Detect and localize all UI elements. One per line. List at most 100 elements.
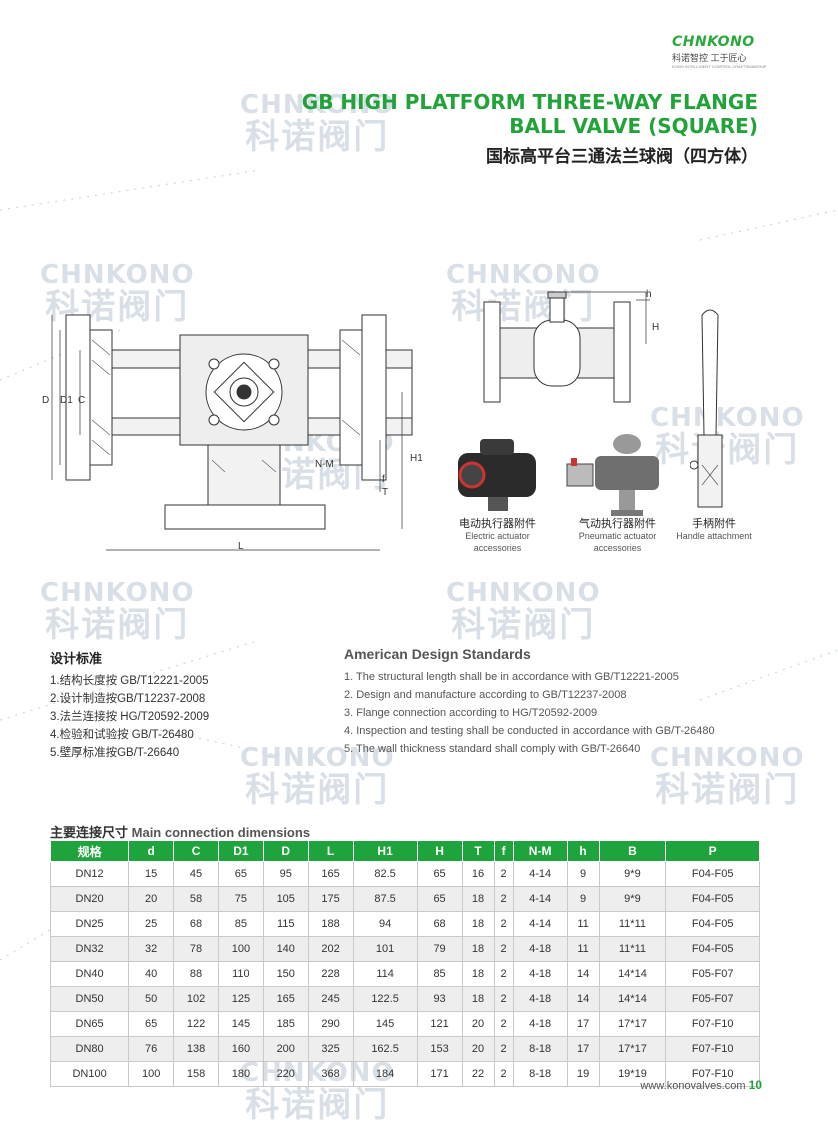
list-item: 5.壁厚标准按GB/T-26640: [50, 747, 180, 759]
table-cell: 65: [217, 861, 264, 887]
table-cell: 32: [128, 936, 175, 962]
table-cell: 4-18: [512, 936, 568, 962]
footer-url: www.konovalves.com: [640, 1080, 746, 1092]
table-cell: F04-F05: [665, 911, 760, 937]
dim-label-l: L: [238, 541, 244, 552]
table-header-cell: d: [128, 840, 175, 862]
table-cell: 368: [307, 1061, 354, 1087]
table-cell: F07-F10: [665, 1061, 760, 1087]
caption-pneumatic-actuator: 气动执行器附件 Pneumatic actuator accessories: [578, 518, 657, 553]
table-header-cell: C: [173, 840, 219, 862]
table-cell: 2: [493, 961, 514, 987]
table-header-cell: D: [262, 840, 309, 862]
table-title: 主要连接尺寸 Main connection dimensions: [50, 825, 311, 840]
table-cell: 2: [493, 986, 514, 1012]
table-cell: 2: [493, 861, 514, 887]
table-cell: DN20: [49, 886, 130, 912]
table-header-cell: T: [461, 840, 495, 862]
table-cell: 18: [461, 961, 495, 987]
table-cell: 25: [128, 911, 175, 937]
table-cell: 122.5: [352, 986, 418, 1012]
valve-section-drawing: [483, 291, 650, 403]
list-item: 3. Flange connection according to HG/T20…: [344, 707, 598, 719]
table-cell: 105: [262, 886, 309, 912]
table-cell: 17*17: [598, 1036, 667, 1062]
table-cell: 290: [307, 1011, 354, 1037]
list-item: 1.结构长度按 GB/T12221-2005: [50, 675, 209, 687]
page-number: 10: [748, 1078, 762, 1092]
caption-electric-actuator: 电动执行器附件 Electric actuator accessories: [459, 518, 536, 553]
table-cell: DN40: [49, 961, 130, 987]
table-cell: DN100: [49, 1061, 130, 1087]
table-cell: 220: [262, 1061, 309, 1087]
table-cell: 145: [217, 1011, 264, 1037]
table-header-cell: L: [307, 840, 354, 862]
list-item: 2.设计制造按GB/T12237-2008: [50, 693, 206, 705]
table-cell: 85: [416, 961, 463, 987]
table-cell: 122: [173, 1011, 219, 1037]
caption-handle-attachment: 手柄附件 Handle attachment: [676, 518, 752, 541]
table-cell: 325: [307, 1036, 354, 1062]
table-cell: 11*11: [598, 911, 667, 937]
table-cell: 9*9: [598, 861, 667, 887]
table-cell: 14: [566, 986, 600, 1012]
table-cell: 20: [461, 1036, 495, 1062]
table-cell: 121: [416, 1011, 463, 1037]
table-header-cell: B: [598, 840, 667, 862]
table-cell: 45: [173, 861, 219, 887]
table-cell: 228: [307, 961, 354, 987]
table-cell: 4-14: [512, 911, 568, 937]
brand-tiny-line: KONO INTELLIGENT CONTROL CRAFTSMANSHIP: [672, 64, 767, 69]
table-cell: 8-18: [512, 1036, 568, 1062]
table-cell: 162.5: [352, 1036, 418, 1062]
table-header-cell: H1: [352, 840, 418, 862]
table-cell: 245: [307, 986, 354, 1012]
page-title: GB HIGH PLATFORM THREE-WAY FLANGE BALL V…: [302, 90, 758, 138]
table-cell: 78: [173, 936, 219, 962]
dim-label-f: f: [382, 474, 385, 485]
title-line-2: BALL VALVE (SQUARE): [509, 114, 758, 138]
list-item: 4.检验和试验按 GB/T-26480: [50, 729, 194, 741]
table-cell: 165: [307, 861, 354, 887]
table-cell: 100: [128, 1061, 175, 1087]
table-cell: F04-F05: [665, 861, 760, 887]
table-cell: 165: [262, 986, 309, 1012]
table-cell: 202: [307, 936, 354, 962]
list-item: 5. The wall thickness standard shall com…: [344, 743, 641, 755]
table-cell: 75: [217, 886, 264, 912]
dim-label-d1: D1: [60, 395, 73, 406]
table-cell: 100: [217, 936, 264, 962]
table-cell: 4-14: [512, 886, 568, 912]
table-cell: 11: [566, 911, 600, 937]
table-cell: 9: [566, 861, 600, 887]
table-header-cell: 规格: [49, 840, 130, 862]
table-header-cell: f: [493, 840, 514, 862]
table-cell: 58: [173, 886, 219, 912]
design-standards-cn-list: 1.结构长度按 GB/T12221-2005 2.设计制造按GB/T12237-…: [50, 672, 209, 762]
table-cell: 150: [262, 961, 309, 987]
table-cell: 4-18: [512, 986, 568, 1012]
table-cell: 180: [217, 1061, 264, 1087]
table-cell: 19: [566, 1061, 600, 1087]
table-cell: 14*14: [598, 961, 667, 987]
table-cell: 18: [461, 886, 495, 912]
table-cell: 17: [566, 1036, 600, 1062]
electric-actuator-image: [458, 439, 536, 511]
page-footer: www.konovalves.com 10: [640, 1078, 762, 1092]
table-cell: 14: [566, 961, 600, 987]
valve-technical-drawing: [51, 314, 413, 551]
table-cell: 87.5: [352, 886, 418, 912]
table-cell: 20: [128, 886, 175, 912]
table-cell: 85: [217, 911, 264, 937]
table-header-row: 规格 d C D1 D L H1 H T f N-M h B P: [49, 840, 760, 862]
table-cell: 4-18: [512, 1011, 568, 1037]
